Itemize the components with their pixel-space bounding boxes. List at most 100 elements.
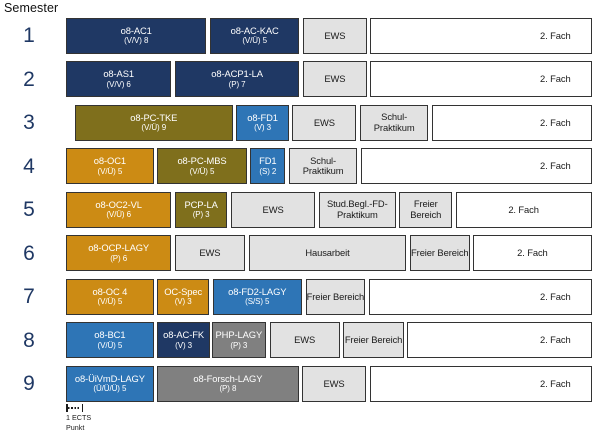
module-box[interactable]: o8-ACP1-LA(P) 7 bbox=[174, 61, 300, 98]
module-credits: (P) 3 bbox=[230, 340, 248, 350]
module-box[interactable]: Freier Bereich bbox=[409, 235, 470, 272]
module-title: 2. Fach bbox=[540, 160, 571, 172]
module-box[interactable]: o8-Forsch-LAGY(P) 8 bbox=[157, 365, 299, 402]
module-box[interactable]: o8-OC2-VL(V/Ü) 6 bbox=[66, 191, 172, 228]
semester-number: 4 bbox=[23, 154, 35, 178]
module-credits: (V) 3 bbox=[254, 123, 271, 133]
module-title: 2. Fach bbox=[540, 290, 571, 302]
module-box[interactable]: Stud.Begl.-FD-Praktikum bbox=[318, 191, 396, 228]
module-box[interactable]: Schul-Praktikum bbox=[288, 148, 358, 185]
module-title: o8-PC-MBS bbox=[177, 155, 227, 167]
module-title: o8-BC1 bbox=[94, 329, 126, 341]
module-box[interactable]: Schul-Praktikum bbox=[359, 104, 429, 141]
module-box[interactable]: o8-AC-FK(V) 3 bbox=[157, 322, 210, 359]
module-credits: (V/Ü) 5 bbox=[97, 166, 123, 176]
module-title: o8-AS1 bbox=[103, 68, 134, 80]
module-box[interactable]: Freier Bereich bbox=[305, 278, 366, 315]
module-box[interactable]: EWS bbox=[292, 104, 357, 141]
module-title: o8-OC1 bbox=[93, 155, 126, 167]
module-box[interactable]: o8-PC-MBS(V/Ü) 5 bbox=[157, 148, 247, 185]
module-box[interactable]: EWS bbox=[174, 235, 245, 272]
module-box[interactable]: o8-ÜiVmD-LAGY(Ü/Ü/Ü) 5 bbox=[66, 365, 154, 402]
semester-number: 3 bbox=[23, 111, 35, 135]
module-box[interactable]: OC-Spec(V) 3 bbox=[157, 278, 210, 315]
module-title: EWS bbox=[294, 334, 316, 346]
module-credits: (V/Ü) 9 bbox=[141, 123, 167, 133]
module-title: EWS bbox=[323, 377, 345, 389]
module-box[interactable]: o8-OCP-LAGY(P) 6 bbox=[66, 235, 172, 272]
module-title: o8-AC-KAC bbox=[230, 24, 279, 36]
module-box[interactable]: o8-AS1(V/V) 6 bbox=[66, 61, 172, 98]
module-box[interactable]: EWS bbox=[302, 61, 367, 98]
module-title: o8-OCP-LAGY bbox=[88, 242, 150, 254]
module-box[interactable]: PHP-LAGY(P) 3 bbox=[211, 322, 267, 359]
module-credits: (V) 3 bbox=[175, 340, 192, 350]
module-title: Schul-Praktikum bbox=[373, 111, 415, 133]
module-box[interactable]: Hausarbeit bbox=[248, 235, 407, 272]
module-box[interactable]: EWS bbox=[302, 17, 367, 54]
module-title: 2. Fach bbox=[540, 116, 571, 128]
module-title: FD1 bbox=[259, 155, 277, 167]
module-credits: (S/S) 5 bbox=[245, 297, 270, 307]
module-box[interactable]: PCP-LA(P) 3 bbox=[174, 191, 228, 228]
module-title: EWS bbox=[262, 203, 284, 215]
module-title: EWS bbox=[313, 116, 335, 128]
module-title: PCP-LA bbox=[184, 198, 218, 210]
module-box[interactable]: 2. Fach bbox=[370, 61, 592, 98]
module-box[interactable]: EWS bbox=[269, 322, 340, 359]
module-box[interactable]: o8-FD1(V) 3 bbox=[236, 104, 289, 141]
module-credits: (S) 2 bbox=[259, 166, 277, 176]
module-title: o8-FD1 bbox=[247, 111, 278, 123]
module-credits: (Ü/Ü/Ü) 5 bbox=[93, 384, 127, 394]
module-box[interactable]: FD1(S) 2 bbox=[250, 148, 286, 185]
module-box[interactable]: o8-OC 4(V/Ü) 5 bbox=[66, 278, 154, 315]
module-box[interactable]: o8-AC1(V/V) 8 bbox=[66, 17, 207, 54]
module-title: 2. Fach bbox=[540, 29, 571, 41]
module-title: 2. Fach bbox=[508, 203, 539, 215]
legend: 1 ECTS Punkt bbox=[66, 404, 146, 432]
module-box[interactable]: 2. Fach bbox=[368, 278, 592, 315]
scale-cap-right bbox=[81, 404, 83, 412]
semester-number: 1 bbox=[23, 24, 35, 48]
module-box[interactable]: o8-AC-KAC(V/Ü) 5 bbox=[209, 17, 300, 54]
module-box[interactable]: o8-BC1(V/Ü) 5 bbox=[66, 322, 154, 359]
semester-number: 5 bbox=[23, 198, 35, 222]
module-box[interactable]: Freier Bereich bbox=[399, 191, 453, 228]
module-credits: (V/Ü) 5 bbox=[189, 166, 215, 176]
semester-number: 6 bbox=[23, 241, 35, 265]
module-box[interactable]: 2. Fach bbox=[407, 322, 592, 359]
module-title: o8-AC1 bbox=[120, 24, 152, 36]
module-box[interactable]: EWS bbox=[302, 365, 367, 402]
module-box[interactable]: o8-FD2-LAGY(S/S) 5 bbox=[212, 278, 303, 315]
module-box[interactable]: 2. Fach bbox=[370, 17, 592, 54]
module-credits: (V) 3 bbox=[174, 297, 192, 307]
module-box[interactable]: o8-OC1(V/Ü) 5 bbox=[66, 148, 154, 185]
module-box[interactable]: 2. Fach bbox=[360, 148, 592, 185]
module-title: o8-Forsch-LAGY bbox=[193, 372, 263, 384]
module-box[interactable]: 2. Fach bbox=[473, 235, 592, 272]
module-box[interactable]: Freier Bereich bbox=[343, 322, 404, 359]
module-box[interactable]: 2. Fach bbox=[455, 191, 592, 228]
module-credits: (V/Ü) 5 bbox=[97, 340, 123, 350]
semester-number: 9 bbox=[23, 372, 35, 396]
module-box[interactable]: o8-PC-TKE(V/Ü) 9 bbox=[74, 104, 233, 141]
module-box[interactable]: 2. Fach bbox=[431, 104, 592, 141]
module-box[interactable]: EWS bbox=[230, 191, 316, 228]
module-box[interactable]: 2. Fach bbox=[369, 365, 592, 402]
module-title: EWS bbox=[324, 29, 346, 41]
module-credits: (P) 8 bbox=[219, 384, 237, 394]
module-title: Freier Bereich bbox=[411, 247, 469, 259]
module-title: 2. Fach bbox=[540, 334, 571, 346]
